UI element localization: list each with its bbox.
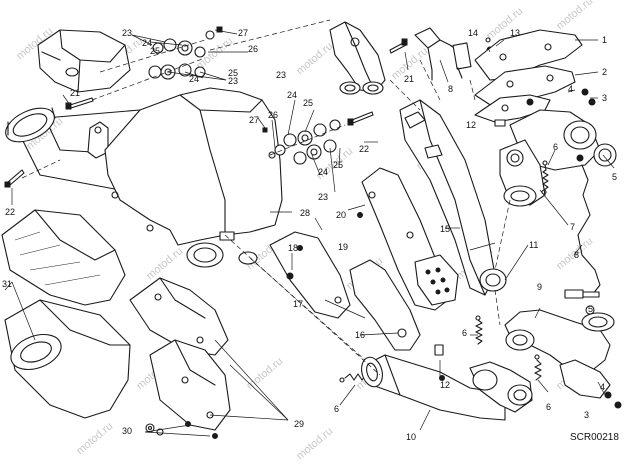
callout-24: 24 — [287, 90, 297, 100]
silencer-body — [104, 87, 283, 268]
callout-25: 25 — [303, 98, 313, 108]
callout-24: 24 — [142, 38, 152, 48]
frame-bracket — [37, 29, 131, 93]
collector-chamber — [499, 88, 601, 207]
watermark: motod.ru — [244, 355, 285, 392]
silencer-heat-shield — [129, 277, 231, 431]
callout-16: 16 — [355, 330, 365, 340]
callout-24: 24 — [318, 167, 328, 177]
silencer-outer-cover — [1, 209, 131, 419]
watermark: motod.ru — [74, 420, 115, 457]
callout-23: 23 — [122, 28, 132, 38]
header-heat-shields — [474, 29, 583, 123]
spring-mid — [475, 315, 483, 345]
callout-5: 5 — [588, 304, 593, 314]
callout-24: 24 — [189, 74, 199, 84]
callout-18: 18 — [288, 243, 298, 253]
callout-6: 6 — [334, 404, 339, 414]
callout-15: 15 — [440, 224, 450, 234]
gasket-ring — [593, 143, 617, 167]
callout-21: 21 — [404, 74, 414, 84]
drawing-code: SCR00218 — [570, 432, 619, 443]
callout-11: 11 — [529, 240, 538, 250]
callout-20: 20 — [336, 210, 346, 220]
callout-25: 25 — [333, 160, 343, 170]
callout-3: 3 — [584, 410, 589, 420]
callout-3: 3 — [602, 93, 607, 103]
callout-7: 7 — [570, 222, 575, 232]
callout-14: 14 — [468, 28, 478, 38]
side-heat-shield — [269, 231, 351, 319]
callout-2: 2 — [602, 67, 607, 77]
watermark: motod.ru — [144, 245, 185, 282]
callout-19: 19 — [338, 242, 348, 252]
callout-22: 22 — [5, 207, 15, 217]
callout-26: 26 — [268, 110, 278, 120]
callout-10: 10 — [406, 432, 416, 442]
callout-23: 23 — [276, 70, 286, 80]
callout-30: 30 — [122, 426, 132, 436]
callout-23: 23 — [228, 76, 238, 86]
callout-labels: 1 2 3 3 4 4 5 5 6 6 6 6 7 8 8 9 10 11 12… — [2, 28, 617, 442]
callout-26: 26 — [248, 44, 258, 54]
callout-1: 1 — [602, 35, 607, 45]
mid-heat-shield — [361, 167, 459, 311]
callout-8: 8 — [574, 250, 579, 260]
small-clips — [297, 119, 506, 381]
callout-28: 28 — [300, 208, 310, 218]
callout-21: 21 — [70, 88, 80, 98]
lower-heat-shield — [349, 259, 421, 351]
watermark: motod.ru — [294, 40, 335, 77]
engine-hanger-bracket — [329, 21, 386, 95]
callout-31: 31 — [2, 279, 12, 289]
spring-lower-right — [534, 354, 542, 381]
lambda-sensor-lower — [564, 164, 601, 299]
callout-27: 27 — [238, 28, 248, 38]
leader-lines — [4, 29, 615, 437]
callout-22: 22 — [359, 144, 369, 154]
watermark: motod.ru — [294, 425, 335, 462]
assembly-lines — [21, 19, 511, 376]
central-heat-shield — [399, 99, 507, 296]
callout-29: 29 — [294, 419, 304, 429]
callout-6: 6 — [462, 328, 467, 338]
watermark: motod.ru — [554, 0, 595, 32]
callout-12: 12 — [440, 380, 450, 390]
callout-9: 9 — [537, 282, 542, 292]
lower-exhaust-pipe — [361, 354, 533, 421]
callout-23: 23 — [318, 192, 328, 202]
callout-27: 27 — [249, 115, 259, 125]
callout-6: 6 — [553, 142, 558, 152]
callout-25: 25 — [150, 46, 160, 56]
callout-4: 4 — [600, 382, 605, 392]
callout-8: 8 — [448, 84, 453, 94]
callout-5: 5 — [612, 172, 617, 182]
callout-13: 13 — [510, 28, 520, 38]
callout-6: 6 — [546, 402, 551, 412]
callout-4: 4 — [568, 84, 573, 94]
callout-12: 12 — [466, 120, 476, 130]
perforated-plate — [414, 254, 459, 306]
silencer-end-cap — [5, 107, 56, 143]
rear-exhaust-pipe — [504, 305, 622, 409]
callout-25: 25 — [228, 68, 238, 78]
callout-17: 17 — [293, 299, 303, 309]
